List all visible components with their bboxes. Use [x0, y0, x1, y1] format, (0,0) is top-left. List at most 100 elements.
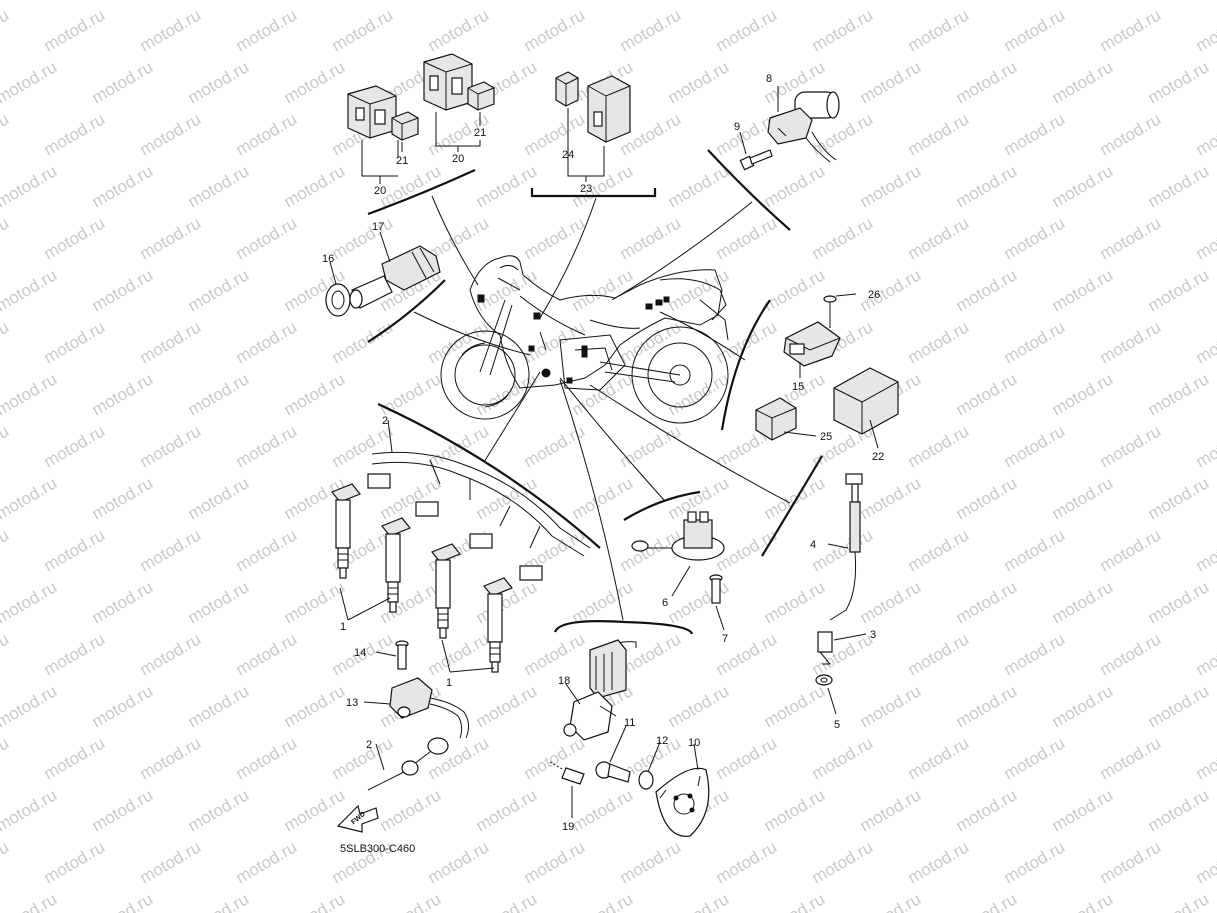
watermark-text: motod.ru — [569, 889, 637, 913]
watermark-text: motod.ru — [521, 213, 589, 263]
watermark-text: motod.ru — [1145, 785, 1213, 835]
bolt-14 — [395, 640, 409, 670]
watermark-text: motod.ru — [1097, 733, 1165, 783]
watermark-text: motod.ru — [41, 629, 109, 679]
watermark-text: motod.ru — [473, 681, 541, 731]
callout-14: 14 — [354, 647, 366, 659]
watermark-text: motod.ru — [89, 0, 157, 3]
callout-17: 17 — [372, 221, 384, 233]
watermark-text: motod.ru — [521, 109, 589, 159]
watermark-text: motod.ru — [1097, 525, 1165, 575]
watermark-text: motod.ru — [1097, 421, 1165, 471]
watermark-text: motod.ru — [1049, 577, 1117, 627]
leader-4 — [827, 543, 849, 549]
watermark-text: motod.ru — [1193, 629, 1217, 679]
watermark-text: motod.ru — [905, 5, 973, 55]
watermark-text: motod.ru — [137, 317, 205, 367]
watermark-text: motod.ru — [0, 837, 12, 887]
watermark-text: motod.ru — [185, 0, 253, 3]
washer-12 — [638, 770, 654, 790]
watermark-text: motod.ru — [617, 317, 685, 367]
watermark-text: motod.ru — [953, 785, 1021, 835]
callout-19: 19 — [562, 821, 574, 833]
bolt-9 — [739, 149, 773, 171]
watermark-text: motod.ru — [569, 577, 637, 627]
watermark-text: motod.ru — [377, 0, 445, 3]
watermark-text: motod.ru — [1049, 473, 1117, 523]
watermark-text: motod.ru — [473, 161, 541, 211]
watermark-text: motod.ru — [1097, 629, 1165, 679]
watermark-text: motod.ru — [713, 733, 781, 783]
watermark-text: motod.ru — [377, 161, 445, 211]
watermark-text: motod.ru — [953, 681, 1021, 731]
watermark-text: motod.ru — [857, 265, 925, 315]
callout-labels: 1 1 2 2 3 4 5 6 7 8 9 10 11 12 13 14 15 … — [322, 73, 884, 833]
watermark-text: motod.ru — [905, 421, 973, 471]
watermark-text: motod.ru — [233, 525, 301, 575]
washer-16 — [325, 283, 351, 317]
watermark-text: motod.ru — [473, 785, 541, 835]
watermark-text: motod.ru — [41, 837, 109, 887]
watermark-text: motod.ru — [185, 265, 253, 315]
watermark-text: motod.ru — [1193, 421, 1217, 471]
watermark-text: motod.ru — [521, 5, 589, 55]
watermark-text: motod.ru — [233, 109, 301, 159]
watermark-text: motod.ru — [1145, 265, 1213, 315]
watermark-text: motod.ru — [1001, 317, 1069, 367]
watermark-text: motod.ru — [1049, 161, 1117, 211]
watermark-text: motod.ru — [185, 889, 253, 913]
callout-7: 7 — [722, 633, 728, 645]
watermark-text: motod.ru — [857, 473, 925, 523]
watermark-text: motod.ru — [0, 577, 60, 627]
watermark-text: motod.ru — [1001, 837, 1069, 887]
callout-4: 4 — [810, 539, 816, 551]
fwd-arrow — [336, 804, 379, 833]
watermark-text: motod.ru — [857, 0, 925, 3]
leader-5 — [827, 687, 837, 715]
callout-23: 23 — [580, 183, 592, 195]
watermark-text: motod.ru — [953, 0, 1021, 3]
watermark-text: motod.ru — [0, 681, 60, 731]
watermark-text: motod.ru — [281, 785, 349, 835]
callout-15: 15 — [792, 381, 804, 393]
sensor-17 — [349, 245, 441, 309]
watermark-text: motod.ru — [809, 5, 877, 55]
watermark-text: motod.ru — [1049, 265, 1117, 315]
switch-3 — [817, 631, 833, 665]
watermark-text: motod.ru — [905, 733, 973, 783]
watermark-text: motod.ru — [137, 213, 205, 263]
watermark-text: motod.ru — [665, 161, 733, 211]
relay-24 — [555, 71, 579, 107]
watermark-text: motod.ru — [425, 629, 493, 679]
watermark-text: motod.ru — [329, 317, 397, 367]
watermark-text: motod.ru — [665, 889, 733, 913]
watermark-text: motod.ru — [1145, 161, 1213, 211]
watermark-text: motod.ru — [1145, 889, 1213, 913]
watermark-text: motod.ru — [89, 265, 157, 315]
callout-10: 10 — [688, 737, 700, 749]
watermark-text: motod.ru — [1097, 5, 1165, 55]
watermark-text: motod.ru — [1145, 369, 1213, 419]
watermark-text: motod.ru — [713, 213, 781, 263]
leader-1-lower — [441, 639, 495, 673]
callout-2-cable: 2 — [366, 739, 372, 751]
watermark-text: motod.ru — [1049, 0, 1117, 3]
watermark-text: motod.ru — [1001, 5, 1069, 55]
watermark-text: motod.ru — [0, 733, 12, 783]
watermark-text: motod.ru — [1049, 681, 1117, 731]
watermark-text: motod.ru — [329, 5, 397, 55]
wire-harness-2 — [367, 419, 591, 581]
relay-20-left — [347, 85, 397, 139]
callout-25: 25 — [820, 431, 832, 443]
watermark-text: motod.ru — [0, 213, 12, 263]
watermark-text: motod.ru — [713, 837, 781, 887]
unit-25 — [755, 397, 797, 441]
callout-5: 5 — [834, 719, 840, 731]
watermark-text: motod.ru — [0, 629, 12, 679]
callout-18: 18 — [558, 675, 570, 687]
watermark-text: motod.ru — [953, 577, 1021, 627]
motorcycle-outline — [440, 255, 729, 424]
leader-18 — [565, 683, 581, 705]
watermark-text: motod.ru — [665, 0, 733, 3]
